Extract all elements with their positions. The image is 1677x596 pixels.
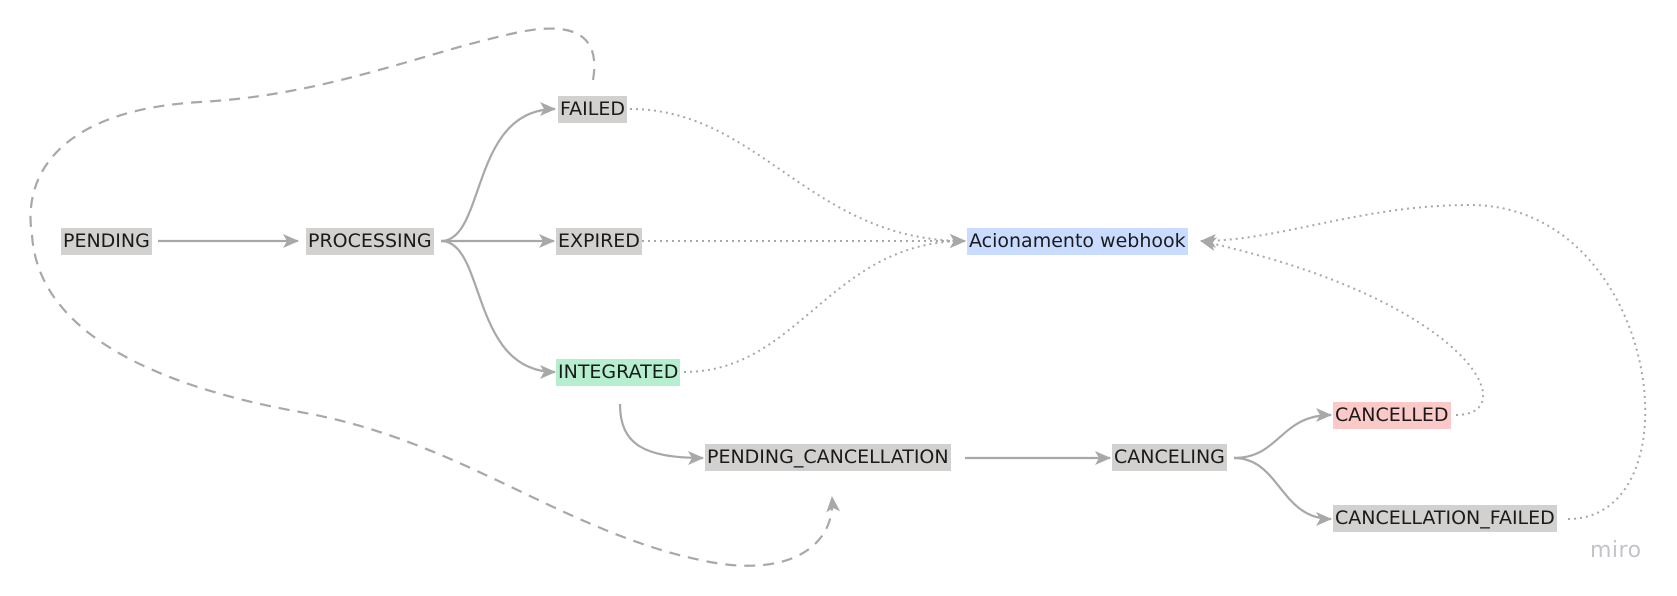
miro-watermark: miro <box>1590 538 1642 563</box>
edge-canceling-cancellation-failed <box>1233 456 1332 526</box>
edge-cancelled-webhook <box>1200 237 1484 416</box>
node-canceling: CANCELING <box>1112 444 1227 471</box>
edge-cancellation-failed-webhook <box>1200 203 1647 520</box>
node-failed: FAILED <box>558 96 628 123</box>
edge-processing-failed <box>440 102 556 243</box>
node-expired: EXPIRED <box>556 228 642 255</box>
node-cancelled: CANCELLED <box>1333 402 1451 429</box>
edge-failed-webhook <box>629 108 966 248</box>
edge-canceling-cancelled <box>1233 408 1332 460</box>
edge-failed-pending-cancellation <box>29 27 841 567</box>
node-webhook: Acionamento webhook <box>967 228 1188 255</box>
node-pending-cancellation: PENDING_CANCELLATION <box>705 444 951 471</box>
edge-processing-integrated <box>440 239 556 379</box>
edge-integrated-webhook <box>683 234 966 373</box>
node-integrated: INTEGRATED <box>556 359 681 386</box>
edge-integrated-pending-cancellation <box>618 403 704 465</box>
node-processing: PROCESSING <box>306 228 434 255</box>
node-cancellation-failed: CANCELLATION_FAILED <box>1333 505 1557 532</box>
node-pending: PENDING <box>61 228 152 255</box>
